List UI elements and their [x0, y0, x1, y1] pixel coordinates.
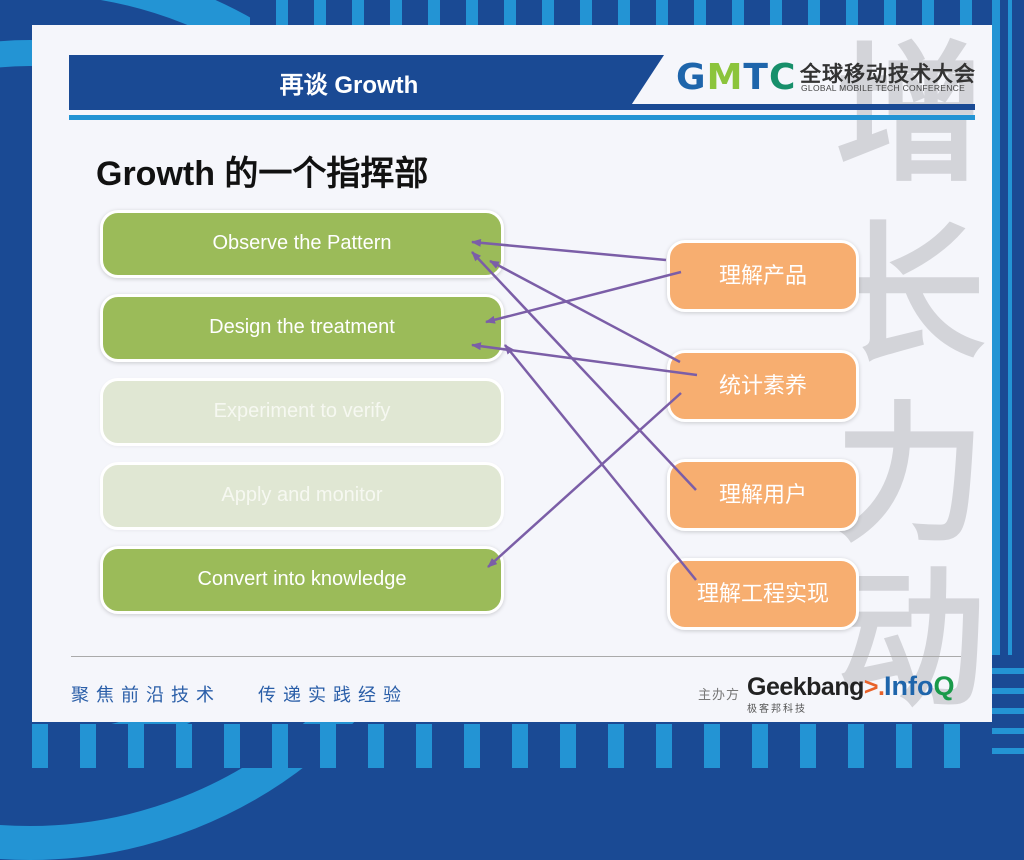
slogan-left: 聚焦前沿技术: [71, 685, 221, 705]
logo-letter: G: [676, 57, 707, 98]
title-bar-accent-line: [69, 115, 975, 120]
section-heading: Growth 的一个指挥部: [96, 155, 429, 193]
watermark-char: 力: [835, 387, 986, 563]
footer-divider: [71, 656, 961, 657]
step-design-treatment: Design the treatment: [100, 294, 504, 362]
background-stripes-right-bottom: [992, 655, 1024, 768]
organizer-label: 主办方: [698, 687, 741, 702]
watermark-char: 动: [835, 552, 986, 728]
watermark-char: 长: [835, 207, 986, 383]
title-bar: [69, 55, 629, 110]
conference-name-en: GLOBAL MOBILE TECH CONFERENCE: [801, 83, 966, 93]
logo-letter: T: [743, 57, 769, 98]
skill-understand-product: 理解产品: [667, 240, 859, 312]
logo-letter: M: [706, 57, 744, 98]
title-bar-underline: [69, 104, 975, 110]
step-experiment-verify: Experiment to verify: [100, 378, 504, 446]
step-convert-knowledge: Convert into knowledge: [100, 546, 504, 614]
title-bar-tail: [628, 55, 664, 110]
logo-letter: C: [768, 57, 797, 98]
step-apply-monitor: Apply and monitor: [100, 462, 504, 530]
background-stripes-top: [250, 0, 1024, 26]
slogan-right: 传递实践经验: [258, 685, 408, 705]
skill-statistics-literacy: 统计素养: [667, 350, 859, 422]
conference-name-cn: 全球移动技术大会: [800, 63, 976, 86]
gmtc-logo: GMTC: [676, 58, 796, 98]
geekbang-logo: Geekbang>.: [747, 673, 885, 702]
step-observe-pattern: Observe the Pattern: [100, 210, 504, 278]
infoq-q-mark: Q: [933, 671, 955, 701]
background-stripes-bottom: [0, 724, 1024, 768]
skill-understand-engineering: 理解工程实现: [667, 558, 859, 630]
geekbang-subtitle: 极客邦科技: [747, 704, 807, 715]
background-stripes-right: [992, 0, 1024, 768]
slide-title: 再谈 Growth: [279, 72, 419, 99]
skill-understand-users: 理解用户: [667, 459, 859, 531]
geekbang-wordmark: Geekbang: [747, 673, 864, 701]
geekbang-chevron-icon: >.: [863, 673, 885, 701]
infoq-wordmark: Info: [884, 671, 934, 701]
infoq-logo: InfoQ: [884, 671, 955, 702]
